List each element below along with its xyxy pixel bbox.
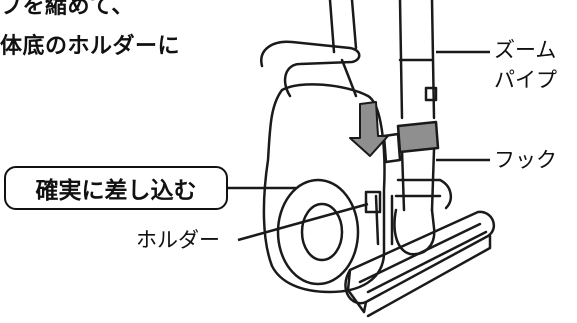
instruction-line-1: プを縮めて、 xyxy=(0,0,134,19)
hose xyxy=(328,0,358,54)
zoom-pipe-label-line-2: パイプ xyxy=(494,68,557,92)
neck xyxy=(340,58,358,98)
callout-text: 確実に差し込む xyxy=(35,178,197,204)
floor-nozzle xyxy=(344,210,496,305)
insert-arrow xyxy=(349,101,389,157)
zoom-pipe-label-line-1: ズーム xyxy=(494,38,557,62)
body-shell xyxy=(262,83,386,294)
holder-shape xyxy=(364,190,382,214)
hook-shape xyxy=(396,120,440,154)
hook-label: フック xyxy=(494,148,557,172)
wheel-hub xyxy=(300,202,344,262)
instruction-line-2: 体底のホルダーに xyxy=(0,34,181,59)
insert-callout: 確実に差し込む xyxy=(4,166,228,210)
body-handle xyxy=(260,40,361,98)
wheel xyxy=(276,178,360,286)
holder-label: ホルダー xyxy=(136,228,220,252)
holder-leader xyxy=(237,202,369,242)
